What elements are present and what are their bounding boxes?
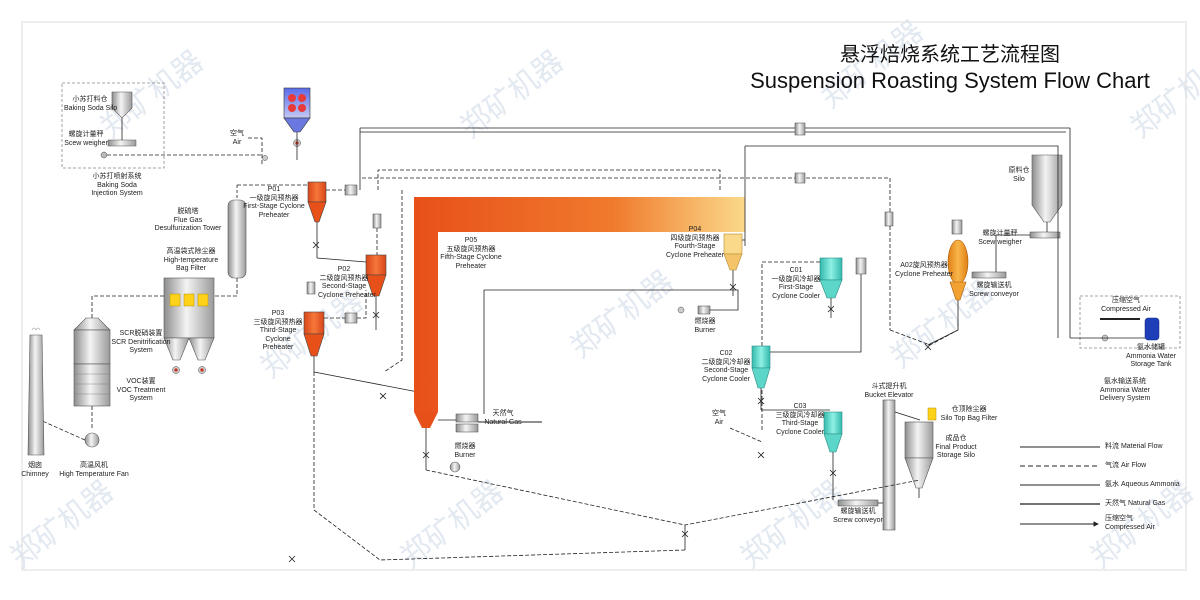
burner-main <box>455 413 479 423</box>
page-title-zh: 悬浮焙烧系统工艺流程图 <box>840 42 1060 66</box>
high-temperature-fan <box>84 432 100 448</box>
page-frame <box>21 21 1187 571</box>
label-injection-system: 小苏打喷射系统 Baking Soda Injection System <box>91 173 143 197</box>
bucket-elevator <box>882 399 896 531</box>
injection-system-box <box>61 82 165 169</box>
label-c03: C03 三级旋风冷却器 Third-Stage Cyclone Cooler <box>775 403 825 436</box>
c02-cooler <box>751 345 771 369</box>
ammonia-delivery-box <box>1079 295 1181 349</box>
label-ammonia-system: 氨水输送系统 Ammonia Water Delivery System <box>1099 378 1151 402</box>
screw-conveyor-right <box>971 271 1007 279</box>
label-baking-soda-silo: 小苏打料仓 Baking Soda Silo <box>64 96 118 112</box>
silo-top-filter <box>927 407 937 421</box>
label-compressed-air-top: 压缩空气 Compressed Air <box>1101 297 1151 313</box>
label-air-mid: 空气 Air <box>712 410 726 426</box>
screw-weigher-right <box>1029 231 1061 239</box>
scr-unit <box>73 317 111 331</box>
label-p02: P02 二级旋风预热器 Second-Stage Cyclone Preheat… <box>318 266 376 299</box>
ammonia-tank <box>1144 317 1160 341</box>
screw-conveyor-bottom <box>837 499 879 507</box>
label-p03: P03 三级旋风预热器 Third-Stage Cyclone Preheate… <box>253 310 303 351</box>
label-a02: A02旋风预热器 Cyclone Preheater <box>895 262 953 278</box>
label-p01: P01 一级旋风预热器 First-Stage Cyclone Preheate… <box>243 186 305 219</box>
label-chimney: 烟囱 Chimney <box>21 462 49 478</box>
label-c02: C02 二级旋风冷却器 Second-Stage Cyclone Cooler <box>701 350 751 383</box>
label-screw-weigher-left: 螺旋计量秤 Scew weigher <box>64 131 108 147</box>
label-screw-weigher-right: 螺旋计量秤 Scew weigher <box>978 230 1022 246</box>
legend-material-flow: 料流 Material Flow <box>1105 443 1163 450</box>
label-burner-mid: 燃烧器 Burner <box>694 318 716 334</box>
screw-weigher-left <box>107 139 137 147</box>
legend-natural-gas: 天然气 Natural Gas <box>1105 500 1166 507</box>
page-title-en: Suspension Roasting System Flow Chart <box>750 68 1150 93</box>
label-burner-main: 燃烧器 Burner <box>454 443 476 459</box>
top-burner-chamber <box>283 87 311 119</box>
legend-compressed-air: 压缩空气 Compressed Air <box>1105 515 1155 531</box>
label-product-silo: 成品仓 Final Product Storage Silo <box>935 435 977 459</box>
label-p04: P04 四级旋风预热器 Fourth-Stage Cyclone Preheat… <box>666 226 724 259</box>
label-voc: VOC装置 VOC Treatment System <box>116 378 166 402</box>
legend-air-flow: 气流 Air Flow <box>1105 462 1147 469</box>
label-fan: 高温风机 High Temperature Fan <box>59 462 129 478</box>
p03-cyclone <box>303 311 325 335</box>
p04-cyclone <box>723 233 743 255</box>
baking-soda-silo <box>111 91 133 119</box>
p01-cyclone <box>307 181 327 203</box>
label-bucket-elevator: 斗式提升机 Bucket Elevator <box>864 383 914 399</box>
label-raw-silo: 原料仓 Silo <box>1008 167 1030 183</box>
label-natural-gas-main: 天然气 Natural Gas <box>484 410 522 426</box>
chimney <box>27 334 45 456</box>
label-air-left: 空气 Air <box>230 130 244 146</box>
label-desulfurization: 脱硫塔 Flue Gas Desulfurization Tower <box>154 208 222 232</box>
bag-filter <box>163 277 215 339</box>
label-c01: C01 一级旋风冷却器 First-Stage Cyclone Cooler <box>771 267 821 300</box>
label-ammonia-tank: 氨水储罐 Ammonia Water Storage Tank <box>1126 344 1176 368</box>
label-p05: P05 五级旋风预热器 Fifth-Stage Cyclone Preheate… <box>440 237 502 270</box>
label-screw-conveyor-bottom: 螺旋输送机 Screw conveyor <box>833 508 883 524</box>
label-bag-filter: 高温袋式除尘器 High-temperature Bag Filter <box>163 248 219 272</box>
riser-tube <box>414 197 745 412</box>
legend-aqueous-ammonia: 氨水 Aqueous Ammonia <box>1105 481 1180 488</box>
label-silo-top-filter: 仓顶除尘器 Silo Top Bag Filter <box>940 406 998 422</box>
voc-unit <box>73 363 111 407</box>
raw-material-silo <box>1031 154 1063 223</box>
burner-mid <box>697 305 711 315</box>
label-screw-conveyor-right: 螺旋输送机 Screw conveyor <box>969 282 1019 298</box>
injection-blower <box>100 151 108 159</box>
final-product-silo <box>904 421 934 459</box>
label-scr: SCR脱硝装置 SCR Denitrification System <box>111 330 171 354</box>
